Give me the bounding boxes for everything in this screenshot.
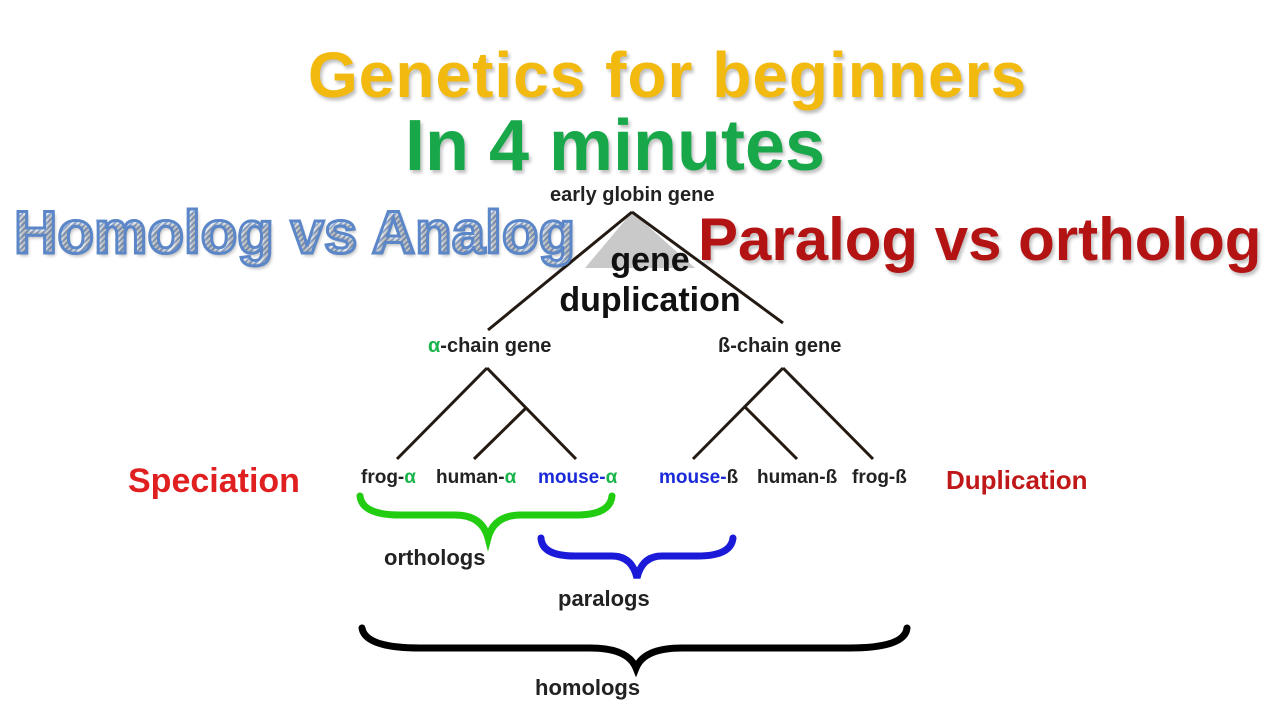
duplication-label: Duplication — [946, 465, 1088, 495]
speciation-label: Speciation — [128, 462, 300, 500]
leaf-frog-beta: frog-ß — [852, 467, 907, 488]
alpha-chain-label: α-chain gene — [428, 335, 551, 358]
paralogs-label: paralogs — [558, 586, 650, 611]
alpha-branch-frog — [395, 366, 489, 461]
beta-branch-human — [743, 405, 799, 461]
root-branch-right — [631, 210, 784, 325]
orthologs-brace — [356, 492, 616, 552]
beta-branch-main — [691, 366, 785, 461]
leaf-frog-alpha: frog-α — [361, 467, 416, 488]
duplication-triangle — [585, 212, 695, 268]
gene-duplication-line2: duplication — [559, 281, 741, 319]
alpha-symbol: α — [428, 335, 441, 357]
orthologs-label: orthologs — [384, 545, 486, 570]
gene-duplication-label: gene duplication — [545, 240, 755, 320]
leaf-human-beta: human-ß — [757, 467, 838, 488]
homolog-vs-analog-heading: Homolog vs Analog — [12, 198, 576, 268]
homologs-label: homologs — [535, 675, 641, 700]
title: Genetics for beginners — [308, 39, 1028, 111]
leaf-mouse-alpha: mouse-α — [538, 467, 618, 488]
leaf-human-alpha: human-α — [436, 467, 517, 488]
gene-duplication-line1: gene — [610, 241, 690, 279]
leaf-mouse-beta: mouse-ß — [659, 467, 739, 488]
alpha-chain-text: -chain gene — [440, 335, 552, 357]
root-label: early globin gene — [550, 184, 715, 206]
paralog-vs-ortholog-heading: Paralog vs ortholog — [698, 206, 1262, 273]
subtitle: In 4 minutes — [405, 106, 826, 186]
alpha-branch-main — [485, 366, 578, 461]
root-branch-left — [487, 210, 633, 332]
paralogs-brace — [537, 534, 737, 579]
homologs-brace — [358, 624, 911, 678]
beta-branch-frog — [781, 366, 875, 461]
beta-chain-label: ß-chain gene — [718, 335, 842, 357]
alpha-branch-human — [472, 406, 528, 461]
